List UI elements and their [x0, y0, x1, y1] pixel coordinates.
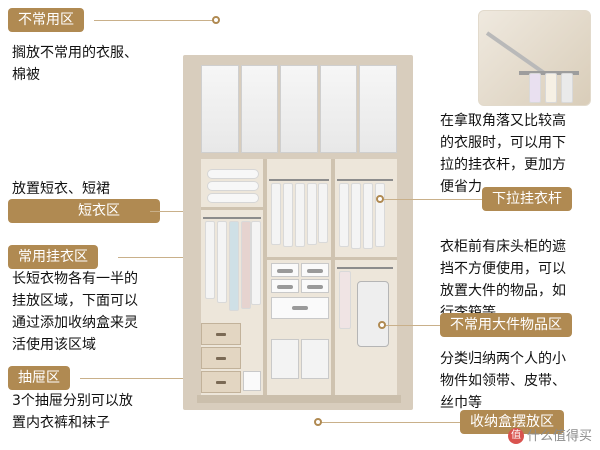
drawer: [201, 347, 241, 369]
drawer-handle: [216, 333, 226, 336]
hanging-shirt: [295, 183, 305, 247]
watermark-text: 什么值得买: [526, 428, 592, 444]
rod-arm: [485, 31, 546, 75]
shelf: [267, 257, 331, 260]
hanging-shirt: [271, 183, 281, 245]
storage-box: [301, 263, 329, 277]
hanging-shirt: [217, 221, 227, 303]
hanging-shirt: [241, 221, 251, 309]
hanging-shirt: [205, 221, 215, 299]
box-handle: [292, 306, 308, 310]
leader-dot: [314, 418, 322, 426]
hanging-shirt: [375, 183, 385, 247]
leader-line: [382, 199, 482, 200]
divider-panel: [263, 159, 267, 395]
hanging-shirt: [307, 183, 317, 245]
leader-line: [94, 20, 214, 21]
leader-line: [118, 257, 214, 258]
hanging-shirt: [529, 73, 541, 103]
box-handle: [277, 268, 293, 273]
storage-box: [301, 339, 329, 379]
cabinet-door: [319, 65, 358, 153]
hanging-shirt: [363, 183, 373, 249]
box-handle: [307, 268, 323, 273]
cabinet-door: [280, 65, 318, 153]
hanging-shirt: [545, 73, 557, 103]
wardrobe-illustration: [183, 55, 413, 410]
hanging-rod: [203, 217, 261, 219]
leader-line: [320, 422, 460, 423]
desc-hanging-area: 长短衣物各有一半的 挂放区域，下面可以 通过添加收纳盒来灵 活使用该区域: [12, 271, 138, 353]
folded-blanket: [207, 193, 259, 203]
hanging-shirt: [339, 183, 349, 247]
hanging-rod: [337, 267, 393, 269]
wardrobe-body: [201, 159, 397, 395]
hanging-shirt: [229, 221, 239, 311]
hanging-shirt: [283, 183, 293, 247]
shelf: [335, 257, 397, 260]
hanging-rod: [269, 179, 329, 181]
desc-pull-down-rod: 在拿取角落又比较高 的衣服时，可以用下 拉的挂衣杆，更加方 便省力: [440, 113, 566, 195]
hanging-shirt: [561, 73, 573, 103]
desc-short-area: 放置短衣、短裙: [12, 181, 110, 197]
leader-dot: [378, 321, 386, 329]
label-rare-use-area: 不常用区: [8, 8, 84, 32]
shelf: [201, 207, 263, 210]
label-drawer-area: 抽屉区: [8, 366, 70, 390]
label-large-items: 不常用大件物品区: [440, 313, 572, 337]
drawer: [201, 323, 241, 345]
pull-down-rod: [337, 179, 393, 181]
storage-box: [271, 279, 299, 293]
hanging-shirt: [318, 183, 328, 243]
folded-blanket: [207, 181, 259, 191]
label-hanging-area: 常用挂衣区: [8, 245, 98, 269]
desc-large-items: 衣柜前有床头柜的遮 挡不方便使用，可以 放置大件的物品，如 行李箱等: [440, 239, 566, 321]
hanging-shirt: [351, 183, 361, 249]
desc-storage-box: 分类归纳两个人的小 物件如领带、皮带、 丝巾等: [440, 351, 566, 411]
cabinet-door: [201, 65, 239, 153]
label-pull-down-rod: 下拉挂衣杆: [482, 187, 572, 211]
desc-rare-use-area: 搁放不常用的衣服、 棉被: [12, 45, 138, 83]
box-handle: [277, 284, 293, 289]
storage-box: [243, 371, 261, 391]
box-handle: [307, 284, 323, 289]
storage-box: [271, 263, 299, 277]
folded-blanket: [207, 169, 259, 179]
storage-box: [271, 339, 299, 379]
hanging-shirt: [339, 271, 351, 329]
pull-down-rod-photo: [478, 10, 591, 106]
drawer-handle: [216, 357, 226, 360]
storage-box: [301, 279, 329, 293]
leader-line: [80, 378, 218, 379]
watermark-logo-icon: 值: [507, 428, 524, 444]
drawer: [201, 371, 241, 393]
leader-dot: [376, 195, 384, 203]
watermark: 值什么值得买: [507, 425, 592, 444]
hanging-shirt: [251, 221, 261, 305]
drawer-handle: [216, 381, 226, 384]
desc-drawer-area: 3个抽屉分别可以放 置内衣裤和袜子: [12, 393, 133, 431]
cabinet-door: [359, 65, 397, 153]
cabinet-door: [240, 65, 279, 153]
suitcase: [357, 281, 389, 347]
leader-line: [384, 325, 440, 326]
storage-box: [271, 297, 329, 319]
label-short-area: 短衣区: [8, 199, 160, 223]
top-cabinet-doors: [201, 65, 397, 153]
leader-dot: [212, 16, 220, 24]
divider-panel: [331, 159, 335, 395]
wardrobe-base: [197, 395, 401, 403]
